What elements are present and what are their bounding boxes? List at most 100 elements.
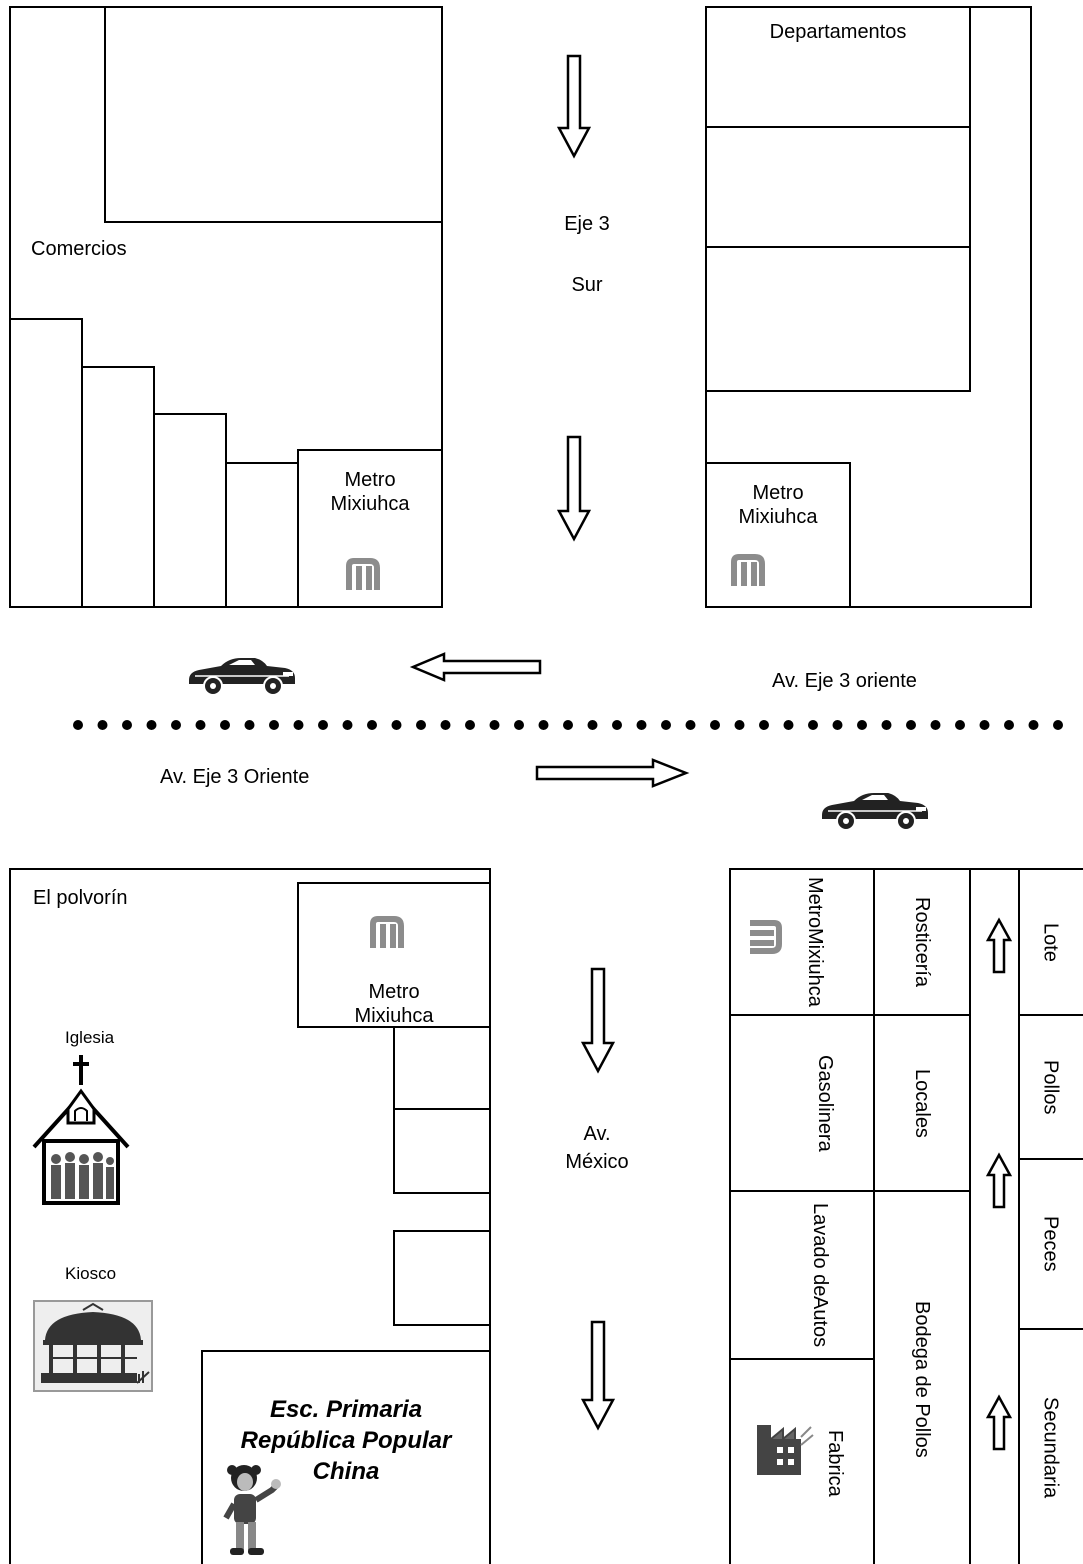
divider-dot [293, 720, 304, 730]
divider-dot [416, 720, 426, 730]
divider-dot [930, 720, 941, 730]
label-peces: Peces [1039, 1216, 1062, 1272]
metro-label-line2: Mixiuhca [804, 928, 826, 1008]
label-iglesia: Iglesia [65, 1028, 115, 1047]
divider-dot [97, 720, 108, 730]
label-fabrica: Fabrica [824, 1429, 846, 1497]
label-locales: Locales [911, 1068, 933, 1138]
school-building [201, 1350, 491, 1564]
divider-dot [538, 720, 549, 730]
divider-dot [661, 720, 671, 730]
divider-dot [391, 720, 402, 730]
divider-dot [734, 720, 745, 730]
metro-label-line1: Metro [368, 981, 420, 1003]
divider-dot [318, 720, 328, 730]
divider-dot [857, 720, 867, 730]
small-building-2 [393, 1108, 491, 1194]
metro-logo-icon [750, 920, 782, 954]
divider-dot [808, 720, 818, 730]
divider-dot [685, 720, 696, 730]
label-av-eje3-oriente-north: Av. Eje 3 oriente [772, 670, 917, 692]
divider-dot [759, 720, 769, 730]
metro-label-line1: Metro [752, 482, 804, 504]
divider-dot [73, 720, 83, 730]
arrow-left-icon [409, 652, 542, 682]
step-building-1 [9, 318, 83, 608]
car-icon [189, 658, 295, 696]
arrow-up-icon [985, 1152, 1013, 1209]
label-lote: Lote [1039, 922, 1062, 962]
divider-dot [269, 720, 279, 730]
label-lavado: Lavado de Autos [775, 1190, 865, 1360]
block-el-polvorin [9, 868, 491, 1564]
divider-dot [906, 720, 916, 730]
label-kiosco: Kiosco [65, 1264, 117, 1283]
divider-dot [514, 720, 524, 730]
car-icon [822, 793, 928, 831]
label-departamentos: Departamentos [769, 21, 907, 43]
kiosk-icon [33, 1300, 153, 1392]
divider-dot [367, 720, 377, 730]
factory-icon [757, 1425, 814, 1475]
label-rosticeria: Rosticería [911, 896, 933, 988]
small-building-1 [393, 1026, 491, 1110]
metro-station-top-right [705, 462, 851, 608]
road-divider-dots [73, 720, 1063, 730]
divider-dot [465, 720, 475, 730]
arrow-down-icon [580, 1320, 616, 1431]
label-comercios: Comercios [31, 238, 127, 260]
divider-dot [489, 720, 500, 730]
divider-dot [146, 720, 157, 730]
divider-dot [881, 720, 892, 730]
arrow-down-icon [580, 967, 616, 1074]
divider-dot [710, 720, 720, 730]
metro-logo-icon [731, 554, 765, 586]
label-pollos: Pollos [1039, 1059, 1062, 1115]
metro-logo-icon [346, 558, 380, 590]
divider-dot [195, 720, 206, 730]
metro-label-line2: Mixiuhca [354, 1005, 434, 1027]
step-building-3 [153, 413, 227, 608]
label-el-polvorin: El polvorín [33, 887, 128, 909]
church-icon [32, 1055, 130, 1205]
metro-label-line2: Mixiuhca [738, 506, 818, 528]
arrow-down-icon [556, 54, 592, 159]
label-lavado-line1: Lavado de [809, 1202, 831, 1297]
building-top-rectangle [104, 6, 443, 223]
arrow-down-icon [556, 435, 592, 542]
arrow-up-icon [985, 917, 1013, 974]
metro-logo-icon [370, 916, 404, 948]
divider-dot [955, 720, 965, 730]
small-building-3 [393, 1230, 491, 1326]
label-mexico: México [565, 1151, 629, 1173]
arrow-right-icon [535, 758, 690, 788]
divider-dot [220, 720, 230, 730]
label-sur: Sur [571, 274, 603, 296]
apartment-2 [705, 126, 971, 248]
divider-dot [587, 720, 598, 730]
divider-dot [1004, 720, 1014, 730]
divider-dot [979, 720, 990, 730]
label-av-eje3-oriente-south: Av. Eje 3 Oriente [160, 766, 310, 788]
school-name-line3: China [312, 1458, 380, 1485]
apartment-3 [705, 246, 971, 392]
divider-dot [122, 720, 132, 730]
metro-label-line1: Metro [344, 469, 396, 491]
label-eje3: Eje 3 [564, 213, 610, 235]
school-name-line1: Esc. Primaria [269, 1396, 423, 1423]
divider-dot [1053, 720, 1063, 730]
school-name-line2: República Popular [240, 1427, 452, 1454]
divider-dot [1028, 720, 1039, 730]
metro-label-vertical: Metro Mixiuhca [775, 868, 855, 1016]
label-av: Av. [583, 1123, 611, 1145]
divider-dot [612, 720, 622, 730]
child-icon [223, 1465, 281, 1555]
metro-station-top-left [297, 449, 443, 608]
divider-dot [244, 720, 255, 730]
divider-dot [563, 720, 573, 730]
divider-dot [832, 720, 843, 730]
label-gasolinera: Gasolinera [814, 1054, 836, 1152]
label-lavado-line2: Autos [809, 1296, 831, 1348]
arrow-up-icon [985, 1394, 1013, 1451]
